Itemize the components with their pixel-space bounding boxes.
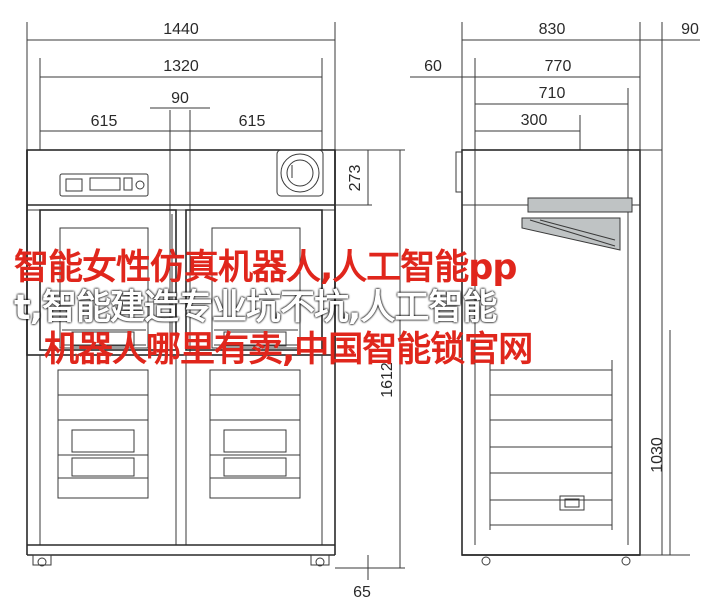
dim-label: 300	[521, 112, 548, 129]
dim-label: 273	[347, 165, 364, 192]
dim-label: 615	[239, 113, 266, 130]
overlay-text-line-3: 机器人哪里有卖,中国智能锁官网	[44, 330, 533, 370]
dim-label: 1320	[163, 58, 199, 75]
dim-door-widths: 615 615 90	[40, 90, 322, 352]
dim-label: 65	[353, 584, 371, 601]
dim-bottom-height: 65	[353, 555, 371, 601]
control-panel	[59, 173, 149, 197]
side-shelves	[489, 360, 613, 530]
dim-label: 90	[681, 21, 699, 38]
recorder-dial-icon	[276, 149, 324, 197]
dim-top-height: 273	[335, 149, 405, 206]
dim-label: 830	[539, 21, 566, 38]
dim-shelf-zone: 1030	[649, 330, 690, 556]
dim-inner-width: 1320	[39, 58, 323, 150]
dim-overall-width: 1440	[26, 21, 336, 150]
overlay-text-line-2: t,智能建造专业坑不坑,人工智能	[14, 288, 497, 328]
dim-side-top-depth: 300	[475, 112, 581, 150]
right-door	[185, 209, 323, 351]
left-door	[39, 209, 177, 351]
dim-side-offsets: 90 60	[410, 21, 700, 150]
overlay-text-line-1: 智能女性仿真机器人,人工智能pp	[14, 248, 517, 288]
feet	[32, 554, 330, 567]
dim-label: 1440	[163, 21, 199, 38]
side-wheels	[481, 556, 631, 566]
dim-label: 60	[424, 58, 442, 75]
dim-side-depth: 830	[461, 21, 641, 150]
front-view: 1440 1320 615 615 90	[26, 21, 405, 601]
dim-label: 770	[545, 58, 572, 75]
dim-side-shelf-depth: 710	[475, 85, 629, 150]
side-view: 830 90 60 770 710 300	[410, 21, 700, 566]
drawer-stack	[57, 369, 301, 499]
dim-label: 90	[171, 90, 189, 107]
dim-label: 615	[91, 113, 118, 130]
evaporator-unit	[521, 197, 633, 251]
dim-body-height: 1612	[335, 150, 405, 569]
dim-label: 1612	[379, 362, 396, 398]
dim-side-inner-depth: 770	[475, 58, 640, 78]
dim-label: 710	[539, 85, 566, 102]
dim-label: 1030	[649, 437, 666, 473]
